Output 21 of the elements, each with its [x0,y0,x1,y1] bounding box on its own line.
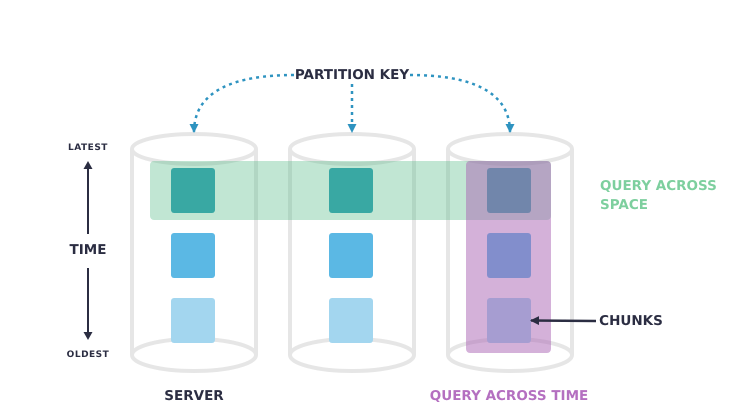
axis-label: TIME [70,242,106,259]
chunk-square [171,168,215,213]
caption-label: SERVER [164,387,224,406]
chunk-square [329,298,373,343]
chunk-square [487,168,531,213]
axis-label: LATEST [68,142,108,154]
chunk-square [329,233,373,278]
caption-label: QUERY ACROSS TIME [430,387,588,406]
dashed-arrow [410,74,514,133]
caption-label: QUERY ACROSS SPACE [600,177,718,215]
dashed-arrow [348,84,356,133]
chunk-square [171,233,215,278]
axis-label: OLDEST [66,349,110,361]
arrow [530,316,596,326]
chunk-square [171,298,215,343]
text-label: CHUNKS [596,312,666,330]
text-label: PARTITION KEY [294,66,410,84]
chunk-square [487,298,531,343]
chunk-square [487,233,531,278]
dashed-arrow [190,74,294,133]
chunk-square [329,168,373,213]
